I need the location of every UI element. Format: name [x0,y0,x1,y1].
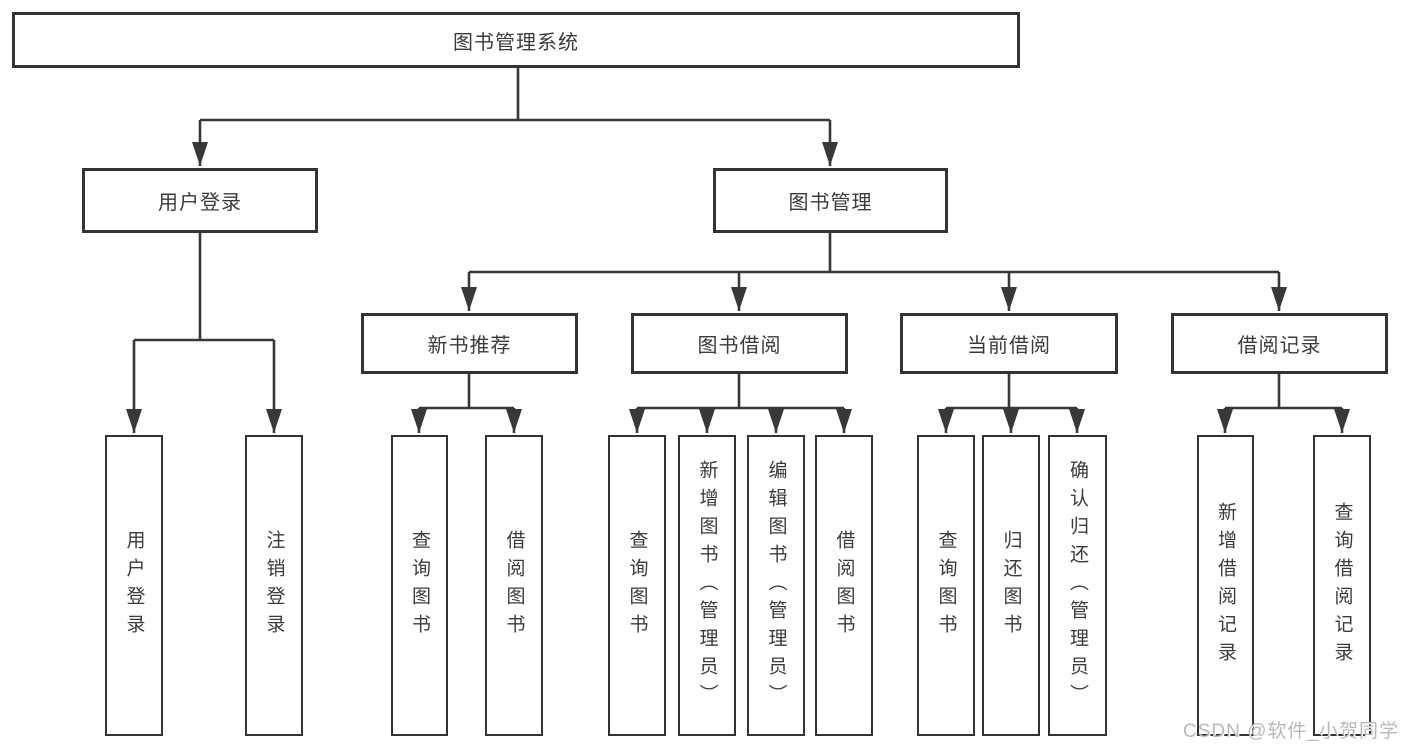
leaf-label: 编辑图书（管理员） [765,459,787,712]
node-label: 借阅记录 [1237,335,1322,357]
connector-borrow-records-split [1225,374,1342,410]
node-new-book-recommend: 新书推荐 [361,313,578,374]
node-label: 新书推荐 [427,335,512,357]
leaf-bb-query-books: 查询图书 [608,435,666,736]
connector-new-book-split [419,374,514,410]
leaf-nb-borrow-books: 借阅图书 [485,435,543,736]
node-current-borrow: 当前借阅 [900,313,1118,374]
leaf-label: 注销登录 [263,529,285,642]
node-book-borrow: 图书借阅 [631,313,848,374]
leaf-label: 借阅图书 [503,529,525,642]
leaf-label: 借阅图书 [833,529,855,642]
node-borrow-records: 借阅记录 [1171,313,1388,374]
connector-book-borrow-split [637,374,844,410]
leaf-label: 新增借阅记录 [1215,501,1236,670]
leaf-br-add-record: 新增借阅记录 [1197,435,1254,736]
leaf-cb-query-books: 查询图书 [917,435,975,736]
leaf-label: 查询图书 [935,529,957,642]
node-book-management: 图书管理 [713,168,948,233]
leaf-user-login: 用户登录 [105,435,163,736]
leaf-label: 新增图书（管理员） [696,459,718,712]
leaf-bb-add-books-admin: 新增图书（管理员） [678,435,736,736]
leaf-logout: 注销登录 [245,435,303,736]
leaf-cb-confirm-return-admin: 确认归还（管理员） [1048,435,1107,736]
node-label: 图书管理系统 [453,31,579,54]
leaf-bb-edit-books-admin: 编辑图书（管理员） [747,435,805,736]
node-label: 当前借阅 [967,335,1051,357]
leaf-label: 归还图书 [1000,529,1022,642]
leaf-label: 确认归还（管理员） [1067,459,1088,712]
connector-book-management-split [469,233,1279,274]
connector-root-split [200,68,830,122]
leaf-bb-borrow-books: 借阅图书 [815,435,873,736]
leaf-label: 查询借阅记录 [1331,501,1353,670]
connector-user-login-split [134,233,274,342]
node-label: 用户登录 [158,192,242,214]
leaf-nb-query-books: 查询图书 [391,435,448,736]
node-label: 图书管理 [788,192,873,214]
node-label: 图书借阅 [697,335,782,357]
leaf-label: 查询图书 [626,529,648,642]
node-user-login: 用户登录 [82,168,318,233]
node-system-root: 图书管理系统 [12,12,1020,68]
leaf-label: 用户登录 [123,529,145,642]
connector-current-borrow-split [946,374,1077,410]
leaf-label: 查询图书 [409,529,430,642]
leaf-br-query-record: 查询借阅记录 [1313,435,1371,736]
watermark: CSDN @软件_小贺同学 [1183,721,1399,742]
leaf-cb-return-books: 归还图书 [982,435,1040,736]
